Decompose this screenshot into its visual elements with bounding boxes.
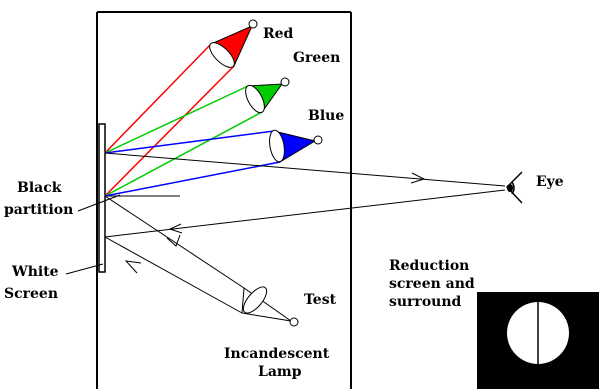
label-test: Test xyxy=(304,292,337,308)
eye-icon xyxy=(505,171,523,204)
enclosure xyxy=(96,11,352,389)
red-rays xyxy=(104,43,235,197)
label-red: Red xyxy=(263,26,294,42)
blue-rays xyxy=(104,130,281,197)
arrowheads xyxy=(124,172,426,274)
reduction-screen xyxy=(477,292,599,389)
label-black-partition-1: Black xyxy=(17,180,62,196)
test-lamp xyxy=(241,286,299,327)
green-rays xyxy=(104,85,263,197)
label-incandescent-2: Lamp xyxy=(258,364,302,380)
label-white-screen-1: White xyxy=(11,264,59,280)
label-incandescent-1: Incandescent xyxy=(224,346,330,362)
test-rays xyxy=(104,195,245,314)
label-black-partition-2: partition xyxy=(4,202,73,218)
leader-lines xyxy=(65,194,121,275)
arrow-eye-upper xyxy=(410,172,426,184)
label-reduction-2: screen and xyxy=(389,276,475,292)
label-green: Green xyxy=(293,50,340,66)
green-lamp xyxy=(245,77,290,114)
label-reduction-1: Reduction xyxy=(389,258,469,274)
arrow-eye-lower xyxy=(168,223,183,234)
white-screen xyxy=(98,123,106,273)
red-lamp xyxy=(209,19,258,68)
eye-lines xyxy=(104,152,506,238)
arrow-test-lower xyxy=(124,260,142,274)
label-blue: Blue xyxy=(308,108,344,124)
arrow-test-upper xyxy=(166,234,181,247)
label-eye: Eye xyxy=(536,174,564,190)
label-reduction-3: surround xyxy=(389,294,462,310)
label-white-screen-2: Screen xyxy=(4,286,58,302)
blue-lamp xyxy=(269,129,323,163)
